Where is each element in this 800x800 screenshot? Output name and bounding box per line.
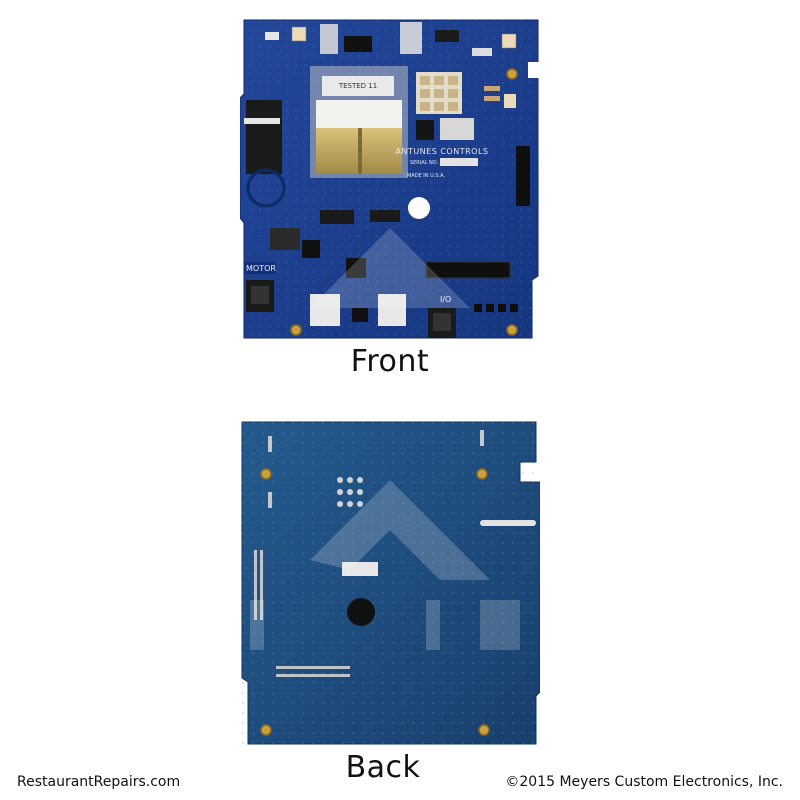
board-back-image bbox=[241, 421, 540, 745]
front-caption: Front bbox=[350, 344, 430, 379]
maker-label: ANTUNES CONTROLS bbox=[395, 147, 488, 156]
site-name: RestaurantRepairs.com bbox=[17, 774, 181, 790]
serial-label: SERIAL NO. bbox=[410, 160, 439, 166]
made-in-label: MADE IN U.S.A. bbox=[407, 173, 445, 179]
board-front-image: TESTED 11 ANTUNES CONTROLS SERIAL N bbox=[240, 19, 542, 339]
io-label: I/O bbox=[440, 295, 451, 304]
board-back-photo bbox=[240, 420, 540, 746]
board-front-photo: TESTED 11 ANTUNES CONTROLS SERIAL N bbox=[240, 18, 542, 342]
copyright: ©2015 Meyers Custom Electronics, Inc. bbox=[505, 774, 783, 790]
motor-label: MOTOR bbox=[246, 264, 276, 273]
back-caption: Back bbox=[345, 750, 421, 785]
transformer-label: TESTED 11 bbox=[338, 82, 377, 90]
